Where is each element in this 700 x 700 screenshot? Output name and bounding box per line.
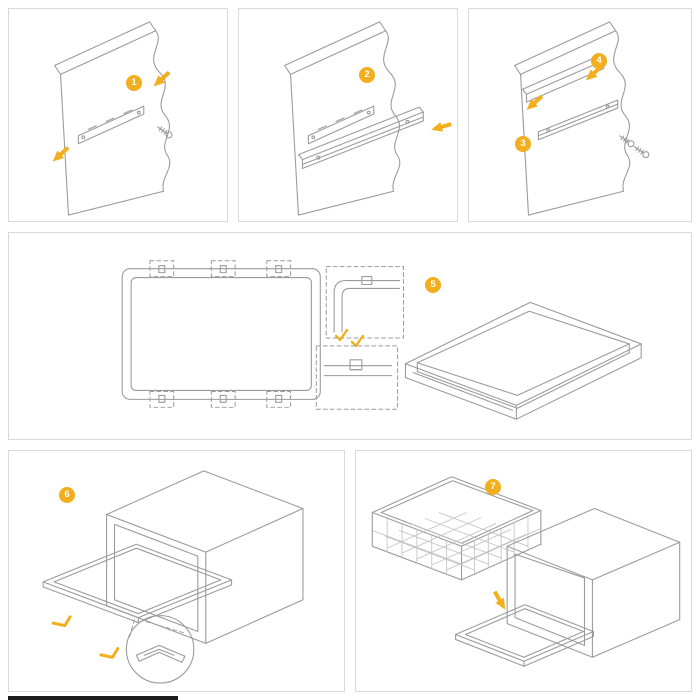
- panel-step-1: 1: [8, 8, 228, 222]
- clip-position-markers: [149, 260, 292, 408]
- basket-wires: [372, 512, 542, 574]
- cabinet-box: [106, 470, 304, 644]
- panel-step-3-4: 3 4: [468, 8, 692, 222]
- check-icon: [350, 334, 365, 348]
- detail-box-top: [325, 266, 404, 339]
- arrow-icon: [49, 143, 72, 166]
- cabinet-box: [506, 507, 681, 658]
- pullout-frame: [455, 604, 594, 667]
- arrow-icon: [429, 119, 453, 135]
- panel-step-6: 6: [8, 450, 345, 692]
- arrow-icon: [51, 612, 75, 632]
- mounting-bracket: [77, 105, 145, 145]
- step-badge-6: 6: [59, 487, 75, 503]
- panel-step-5: 5: [8, 232, 692, 440]
- front-frame: [121, 268, 321, 400]
- panel-step-2: 2: [238, 8, 458, 222]
- step-3-4-illustration: [514, 21, 651, 216]
- step-6-illustration: [42, 470, 304, 684]
- pullout-tray: [404, 301, 642, 420]
- corner-detail-magnifier: [125, 615, 195, 684]
- step-7-illustration: [371, 476, 681, 667]
- pullout-frame: [42, 543, 233, 624]
- step-badge-3: 3: [515, 136, 531, 152]
- panel-step-7: 7: [355, 450, 692, 692]
- step-1-illustration: [49, 21, 174, 216]
- step-badge-5: 5: [425, 277, 441, 293]
- arrow-icon: [150, 68, 173, 90]
- screw-icon: [632, 143, 651, 160]
- step-badge-1: 1: [126, 75, 142, 91]
- step-badge-2: 2: [359, 67, 375, 83]
- step-badge-4: 4: [591, 53, 607, 69]
- slide-assembly: [537, 99, 619, 141]
- bottom-bar: [8, 696, 178, 700]
- step-2-illustration: [284, 21, 453, 216]
- step-badge-7: 7: [485, 479, 501, 495]
- arrow-icon: [99, 644, 122, 664]
- step-5-illustration: [121, 260, 642, 420]
- detail-box-bottom: [315, 345, 399, 410]
- clips: [158, 265, 283, 403]
- screw-icon: [155, 123, 174, 140]
- screw-icon: [617, 132, 636, 149]
- drawer-slide: [297, 106, 424, 170]
